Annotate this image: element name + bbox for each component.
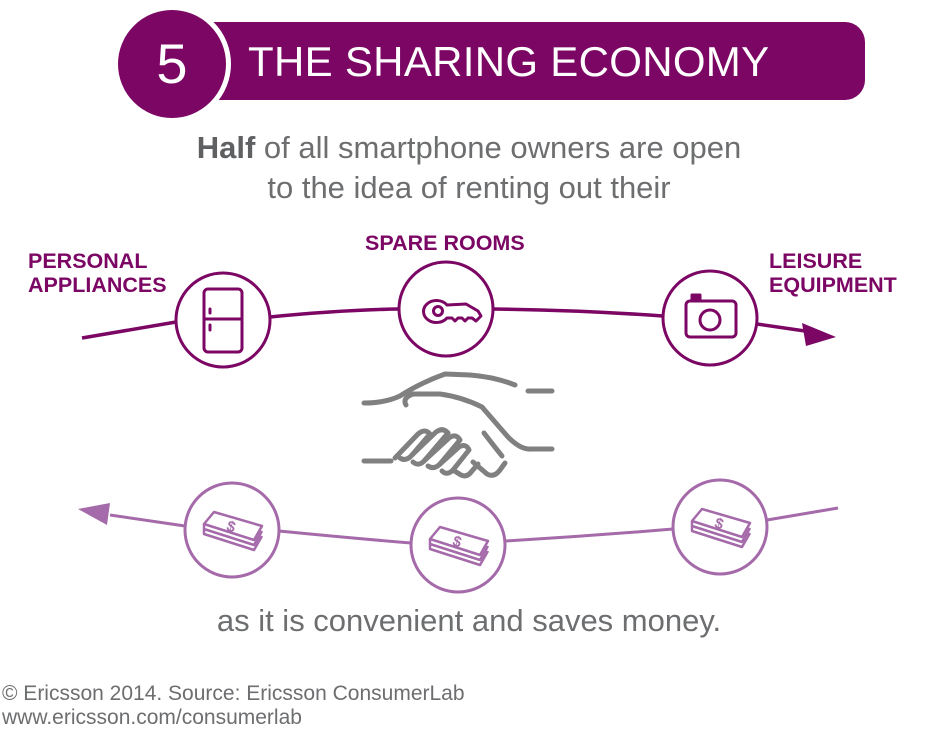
money-circle-3 <box>671 478 769 576</box>
intro-line1: of all smartphone owners are open <box>255 130 742 165</box>
intro-line2: to the idea of renting out their <box>267 170 671 205</box>
title-banner <box>205 22 865 100</box>
arrow-right-icon <box>802 323 836 346</box>
rooms-circle <box>397 260 495 358</box>
money-circle-1 <box>183 481 281 579</box>
intro-text: Half of all smartphone owners are open t… <box>0 128 938 208</box>
label-line: SPARE ROOMS <box>365 231 525 255</box>
intro-bold-word: Half <box>196 130 256 165</box>
footer: © Ericsson 2014. Source: Ericsson Consum… <box>2 682 465 730</box>
camera-icon <box>684 293 738 339</box>
footer-url[interactable]: www.ericsson.com/consumerlab <box>2 706 302 729</box>
money-stack-icon: $ <box>202 510 264 552</box>
top-flow-line <box>81 307 806 340</box>
number-badge <box>113 5 231 123</box>
handshake-icon <box>361 371 555 479</box>
money-circle-2 <box>409 496 507 594</box>
bottom-flow-line <box>109 506 839 545</box>
label-personal-appliances: PERSONAL APPLIANCES <box>28 249 167 297</box>
money-stack-icon: $ <box>690 507 752 549</box>
leisure-circle <box>661 269 759 367</box>
arrow-left-icon <box>78 503 110 525</box>
page-title: THE SHARING ECONOMY <box>248 38 770 85</box>
copyright-text: © Ericsson 2014. Source: Ericsson Consum… <box>2 682 465 705</box>
number-badge-text: 5 <box>156 32 188 95</box>
label-line: PERSONAL <box>28 249 148 273</box>
label-line: APPLIANCES <box>28 273 167 297</box>
label-spare-rooms: SPARE ROOMS <box>365 231 525 255</box>
refrigerator-icon <box>202 287 244 354</box>
label-leisure-equipment: LEISURE EQUIPMENT <box>769 249 897 297</box>
label-line: LEISURE <box>769 249 863 273</box>
key-icon <box>422 299 483 324</box>
label-line: EQUIPMENT <box>769 273 897 297</box>
outro-text: as it is convenient and saves money. <box>216 603 722 638</box>
